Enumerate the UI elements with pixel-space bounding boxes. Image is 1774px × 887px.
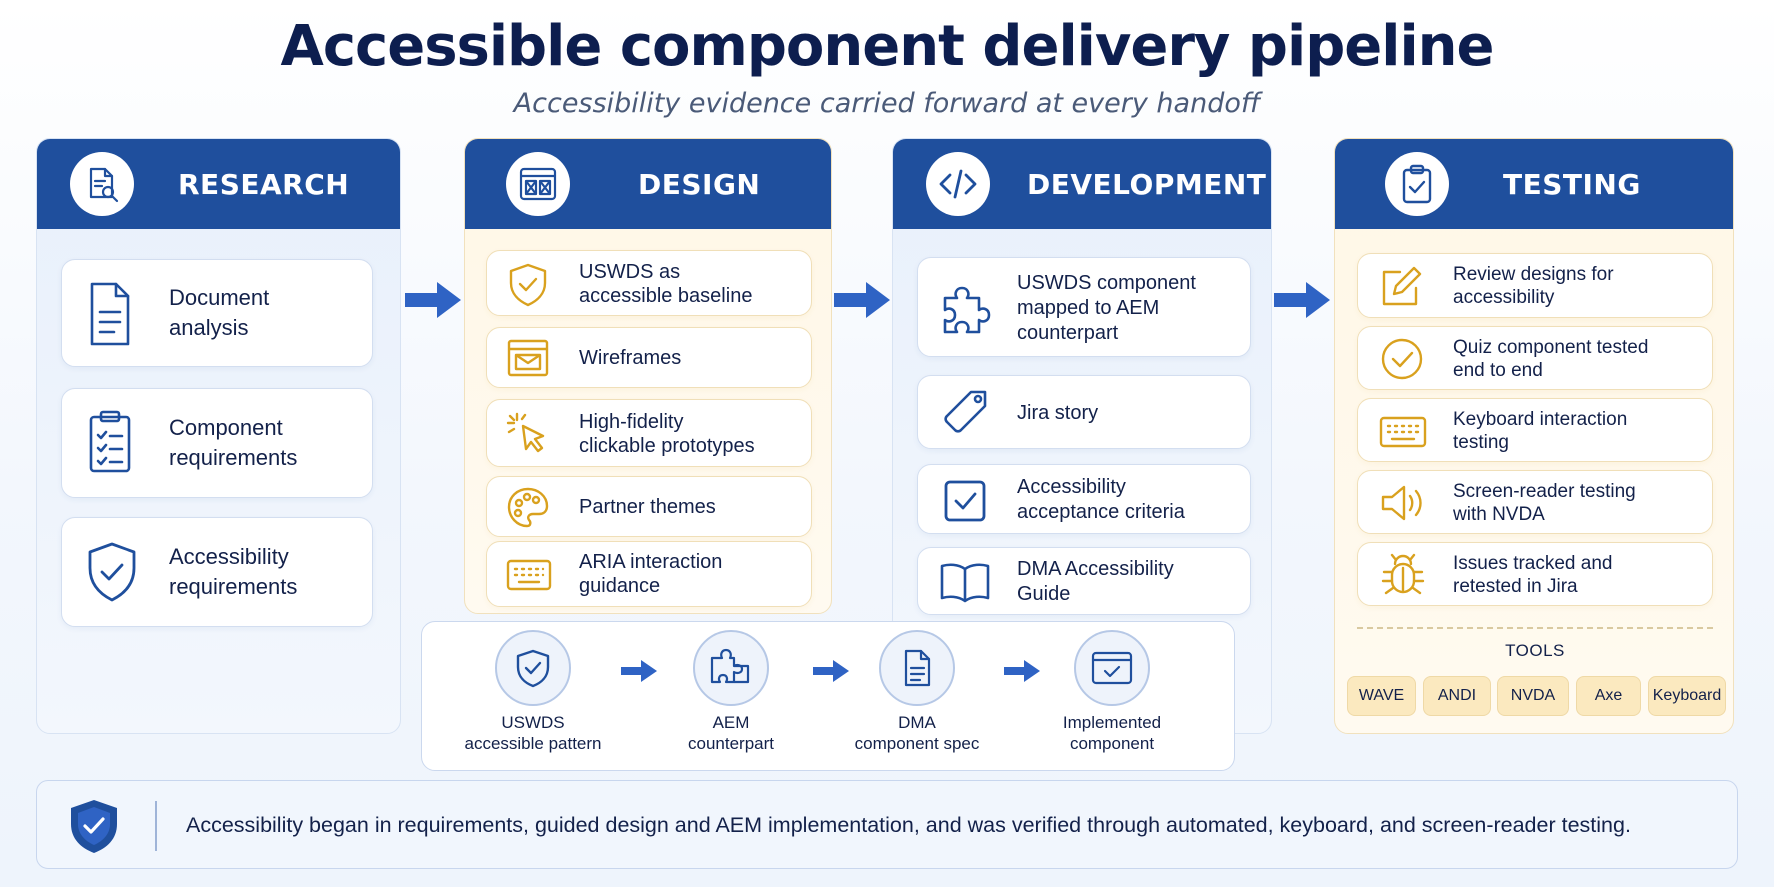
- page-subtitle: Accessibility evidence carried forward a…: [513, 88, 1261, 119]
- research-item-label: Accessibility requirements: [169, 544, 298, 599]
- design-item: Partner themes: [486, 476, 812, 537]
- book-icon: [938, 558, 992, 606]
- testing-item-label: Issues tracked and retested in Jira: [1453, 553, 1613, 597]
- flow-node-label: AEM counterpart: [688, 713, 774, 753]
- tool-chip-wave: WAVE: [1347, 676, 1416, 716]
- design-item-label: Partner themes: [579, 496, 716, 518]
- development-item: Jira story: [917, 375, 1251, 449]
- testing-item: Keyboard interaction testing: [1357, 398, 1713, 462]
- column-label: RESEARCH: [178, 167, 350, 201]
- checkbox-icon: [940, 477, 990, 525]
- research-item: Accessibility requirements: [61, 517, 373, 627]
- design-item: Wireframes: [486, 327, 812, 388]
- clipboard-check-icon: [1385, 152, 1449, 216]
- palette-icon: [505, 485, 551, 531]
- bug-icon: [1378, 552, 1428, 598]
- tools-divider: [1357, 627, 1713, 629]
- testing-item-label: Quiz component tested end to end: [1453, 337, 1649, 381]
- research-item-label: Component requirements: [169, 415, 298, 470]
- arrow-right-icon: [405, 282, 461, 318]
- column-header: RESEARCH: [37, 139, 400, 229]
- column-testing: TESTING Review designs for accessibility…: [1334, 138, 1734, 734]
- design-item-label: High-fidelity clickable prototypes: [579, 411, 755, 457]
- testing-item: Issues tracked and retested in Jira: [1357, 542, 1713, 606]
- keyboard-icon: [1378, 413, 1428, 451]
- summary-banner: Accessibility began in requirements, gui…: [36, 780, 1738, 869]
- tool-chip-axe: Axe: [1576, 676, 1641, 716]
- development-item: DMA Accessibility Guide: [917, 547, 1251, 615]
- wireframe-icon: [505, 336, 551, 380]
- tools-label: TOOLS: [1505, 641, 1565, 660]
- arrow-right-icon: [1004, 660, 1040, 682]
- clipboard-checklist-icon: [84, 407, 136, 479]
- testing-item-label: Screen-reader testing with NVDA: [1453, 481, 1636, 525]
- document-icon: [84, 278, 136, 350]
- testing-item-label: Keyboard interaction testing: [1453, 409, 1628, 453]
- tool-chip-andi: ANDI: [1423, 676, 1491, 716]
- testing-item-label: Review designs for accessibility: [1453, 264, 1614, 308]
- flow-node-label: DMA component spec: [854, 713, 980, 753]
- cursor-click-icon: [505, 410, 551, 458]
- arrow-right-icon: [1274, 282, 1330, 318]
- development-item-label: Jira story: [1017, 402, 1099, 424]
- testing-item: Review designs for accessibility: [1357, 253, 1713, 318]
- design-item-label: USWDS as accessible baseline: [579, 261, 753, 307]
- browser-check-icon: [1074, 630, 1150, 706]
- flow-node: DMA component spec: [842, 630, 992, 754]
- tag-icon: [938, 386, 996, 440]
- column-research: RESEARCH Document analysis Component req…: [36, 138, 401, 734]
- flow-node: AEM counterpart: [656, 630, 806, 754]
- component-flow: USWDS accessible pattern AEM counterpart…: [421, 621, 1235, 771]
- banner-text: Accessibility began in requirements, gui…: [186, 813, 1631, 837]
- shield-check-icon: [495, 630, 571, 706]
- column-label: TESTING: [1503, 167, 1641, 201]
- tool-chip-nvda: NVDA: [1497, 676, 1569, 716]
- development-item: USWDS component mapped to AEM counterpar…: [917, 257, 1251, 357]
- check-circle-icon: [1378, 336, 1426, 382]
- research-item: Document analysis: [61, 259, 373, 367]
- research-item: Component requirements: [61, 388, 373, 498]
- shield-check-icon: [505, 261, 551, 307]
- document-icon: [879, 630, 955, 706]
- speaker-icon: [1378, 480, 1428, 526]
- arrow-right-icon: [621, 660, 657, 682]
- testing-item: Quiz component tested end to end: [1357, 326, 1713, 390]
- design-item: ARIA interaction guidance: [486, 541, 812, 607]
- flow-node-label: Implemented component: [1062, 713, 1162, 753]
- flow-node-label: USWDS accessible pattern: [464, 713, 602, 753]
- document-search-icon: [70, 152, 134, 216]
- development-item-label: Accessibility acceptance criteria: [1017, 476, 1185, 523]
- column-header: TESTING: [1335, 139, 1733, 229]
- testing-item: Screen-reader testing with NVDA: [1357, 470, 1713, 534]
- design-item: USWDS as accessible baseline: [486, 250, 812, 316]
- column-label: DESIGN: [638, 167, 761, 201]
- puzzle-icon: [693, 630, 769, 706]
- research-item-label: Document analysis: [169, 285, 270, 340]
- code-icon: [926, 152, 990, 216]
- tool-chip-keyboard: Keyboard: [1648, 676, 1726, 716]
- development-item: Accessibility acceptance criteria: [917, 464, 1251, 534]
- puzzle-icon: [938, 279, 998, 339]
- shield-check-icon: [84, 536, 140, 608]
- column-design: DESIGN USWDS as accessible baseline Wire…: [464, 138, 832, 614]
- development-item-label: USWDS component mapped to AEM counterpar…: [1017, 272, 1196, 344]
- shield-check-icon: [67, 797, 121, 855]
- banner-divider: [155, 801, 157, 851]
- wireframe-window-icon: [506, 152, 570, 216]
- development-item-label: DMA Accessibility Guide: [1017, 558, 1174, 605]
- design-item-label: ARIA interaction guidance: [579, 551, 723, 597]
- arrow-right-icon: [834, 282, 890, 318]
- design-item-label: Wireframes: [579, 347, 682, 369]
- column-header: DEVELOPMENT: [893, 139, 1271, 229]
- column-header: DESIGN: [465, 139, 831, 229]
- arrow-right-icon: [813, 660, 849, 682]
- keyboard-icon: [505, 554, 553, 596]
- pencil-edit-icon: [1378, 264, 1426, 310]
- page-title: Accessible component delivery pipeline: [280, 14, 1494, 79]
- column-label: DEVELOPMENT: [1027, 167, 1267, 201]
- flow-node: Implemented component: [1037, 630, 1187, 754]
- flow-node: USWDS accessible pattern: [458, 630, 608, 754]
- design-item: High-fidelity clickable prototypes: [486, 399, 812, 467]
